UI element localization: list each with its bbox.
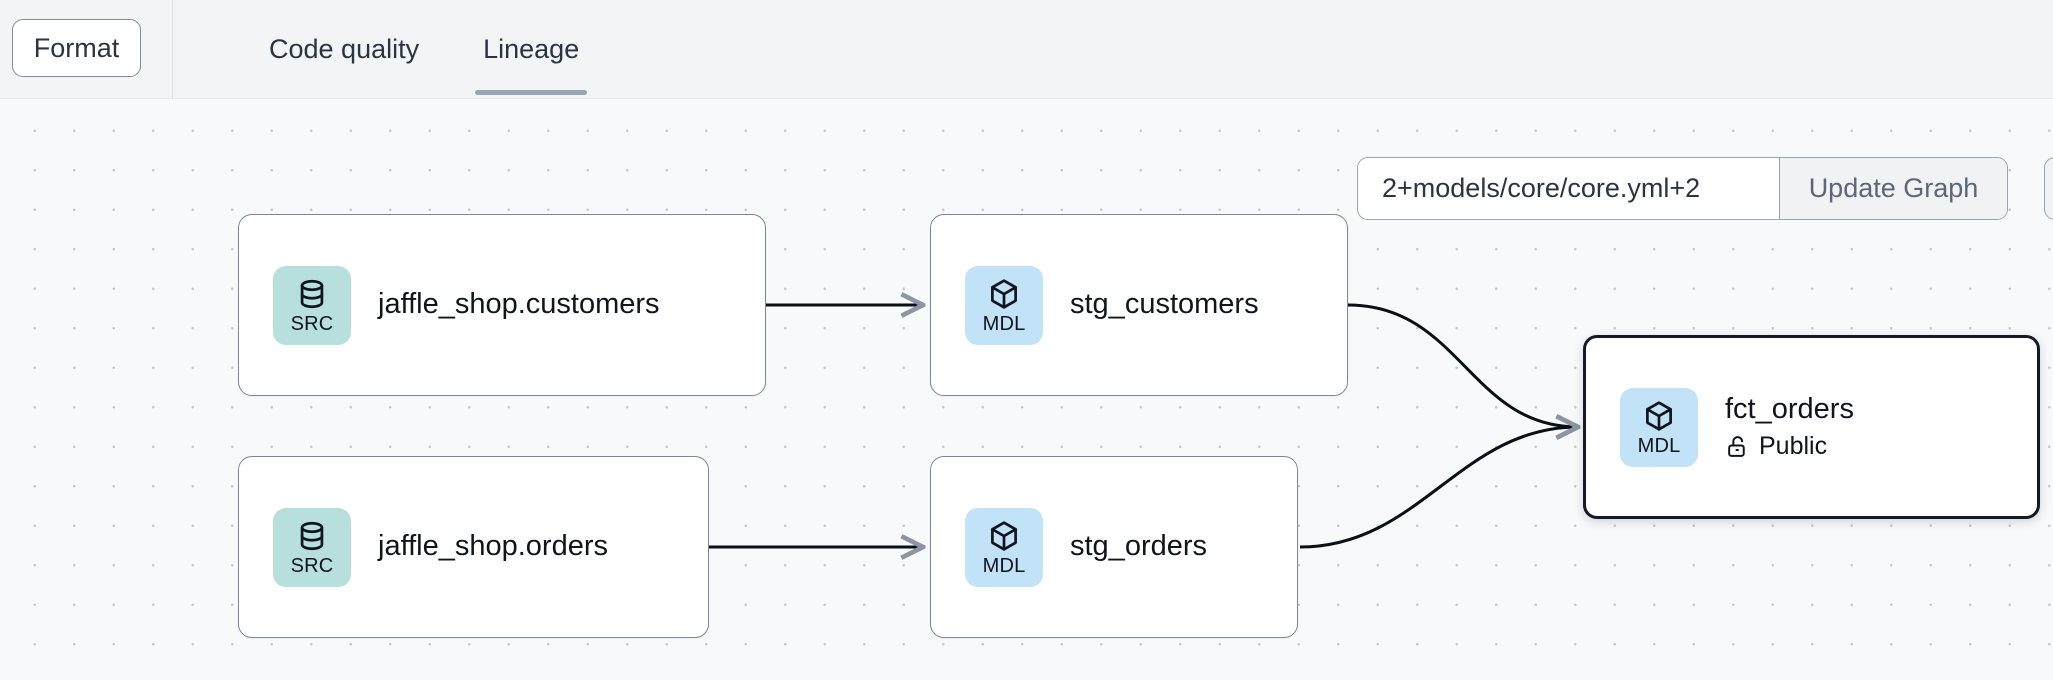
node-badge-mdl: MDL xyxy=(1620,387,1698,467)
node-title: jaffle_shop.orders xyxy=(378,530,609,563)
tab-code-quality-label: Code quality xyxy=(269,34,420,64)
edge-stg-customers-to-fct-orders xyxy=(1347,303,1578,427)
node-badge-label: MDL xyxy=(982,554,1026,577)
node-title: fct_orders xyxy=(1725,392,1854,425)
graph-controls-overflow-panel[interactable] xyxy=(2044,157,2053,220)
editor-toolbar: Format Code quality Lineage xyxy=(0,0,2053,99)
node-badge-label: SRC xyxy=(290,312,334,335)
graph-selector-input[interactable] xyxy=(1358,158,1779,219)
tab-code-quality-underline xyxy=(261,90,427,95)
node-body: jaffle_shop.customers xyxy=(378,288,660,321)
node-title: stg_customers xyxy=(1070,288,1259,321)
node-visibility: Public xyxy=(1725,432,1854,461)
cube-icon xyxy=(991,520,1017,551)
graph-selector-group: Update Graph xyxy=(1357,157,2008,220)
tab-lineage-underline xyxy=(475,90,588,95)
lineage-node-stg-customers[interactable]: MDL stg_customers xyxy=(930,214,1348,396)
unlock-icon xyxy=(1728,436,1745,458)
tab-bar: Code quality Lineage xyxy=(237,0,611,99)
node-badge-label: MDL xyxy=(982,312,1026,335)
database-icon xyxy=(300,521,324,550)
node-title: jaffle_shop.customers xyxy=(378,288,660,321)
update-graph-button[interactable]: Update Graph xyxy=(1779,158,2007,219)
tab-code-quality[interactable]: Code quality xyxy=(237,0,451,99)
database-icon xyxy=(300,279,324,308)
lineage-node-stg-orders[interactable]: MDL stg_orders xyxy=(930,456,1298,638)
tab-lineage[interactable]: Lineage xyxy=(451,0,611,99)
toolbar-divider xyxy=(172,0,173,99)
node-badge-src: SRC xyxy=(273,265,351,345)
node-body: fct_orders Public xyxy=(1725,393,1854,461)
cube-icon xyxy=(1646,400,1672,431)
lineage-node-src-orders[interactable]: SRC jaffle_shop.orders xyxy=(238,456,709,638)
lineage-node-src-customers[interactable]: SRC jaffle_shop.customers xyxy=(238,214,766,396)
node-badge-label: MDL xyxy=(1637,434,1681,457)
node-badge-label: SRC xyxy=(290,554,334,577)
cube-icon xyxy=(991,278,1017,309)
node-body: jaffle_shop.orders xyxy=(378,530,608,563)
node-body: stg_customers xyxy=(1070,288,1259,321)
tab-lineage-label: Lineage xyxy=(483,34,580,64)
format-button[interactable]: Format xyxy=(12,19,141,77)
node-badge-src: SRC xyxy=(273,507,351,587)
node-visibility-label: Public xyxy=(1759,432,1828,461)
edge-stg-orders-to-fct-orders xyxy=(1299,427,1578,549)
lineage-node-fct-orders[interactable]: MDL fct_orders Public xyxy=(1583,335,2040,519)
node-badge-mdl: MDL xyxy=(965,265,1043,345)
node-body: stg_orders xyxy=(1070,530,1207,563)
node-badge-mdl: MDL xyxy=(965,507,1043,587)
node-title: stg_orders xyxy=(1070,530,1208,563)
